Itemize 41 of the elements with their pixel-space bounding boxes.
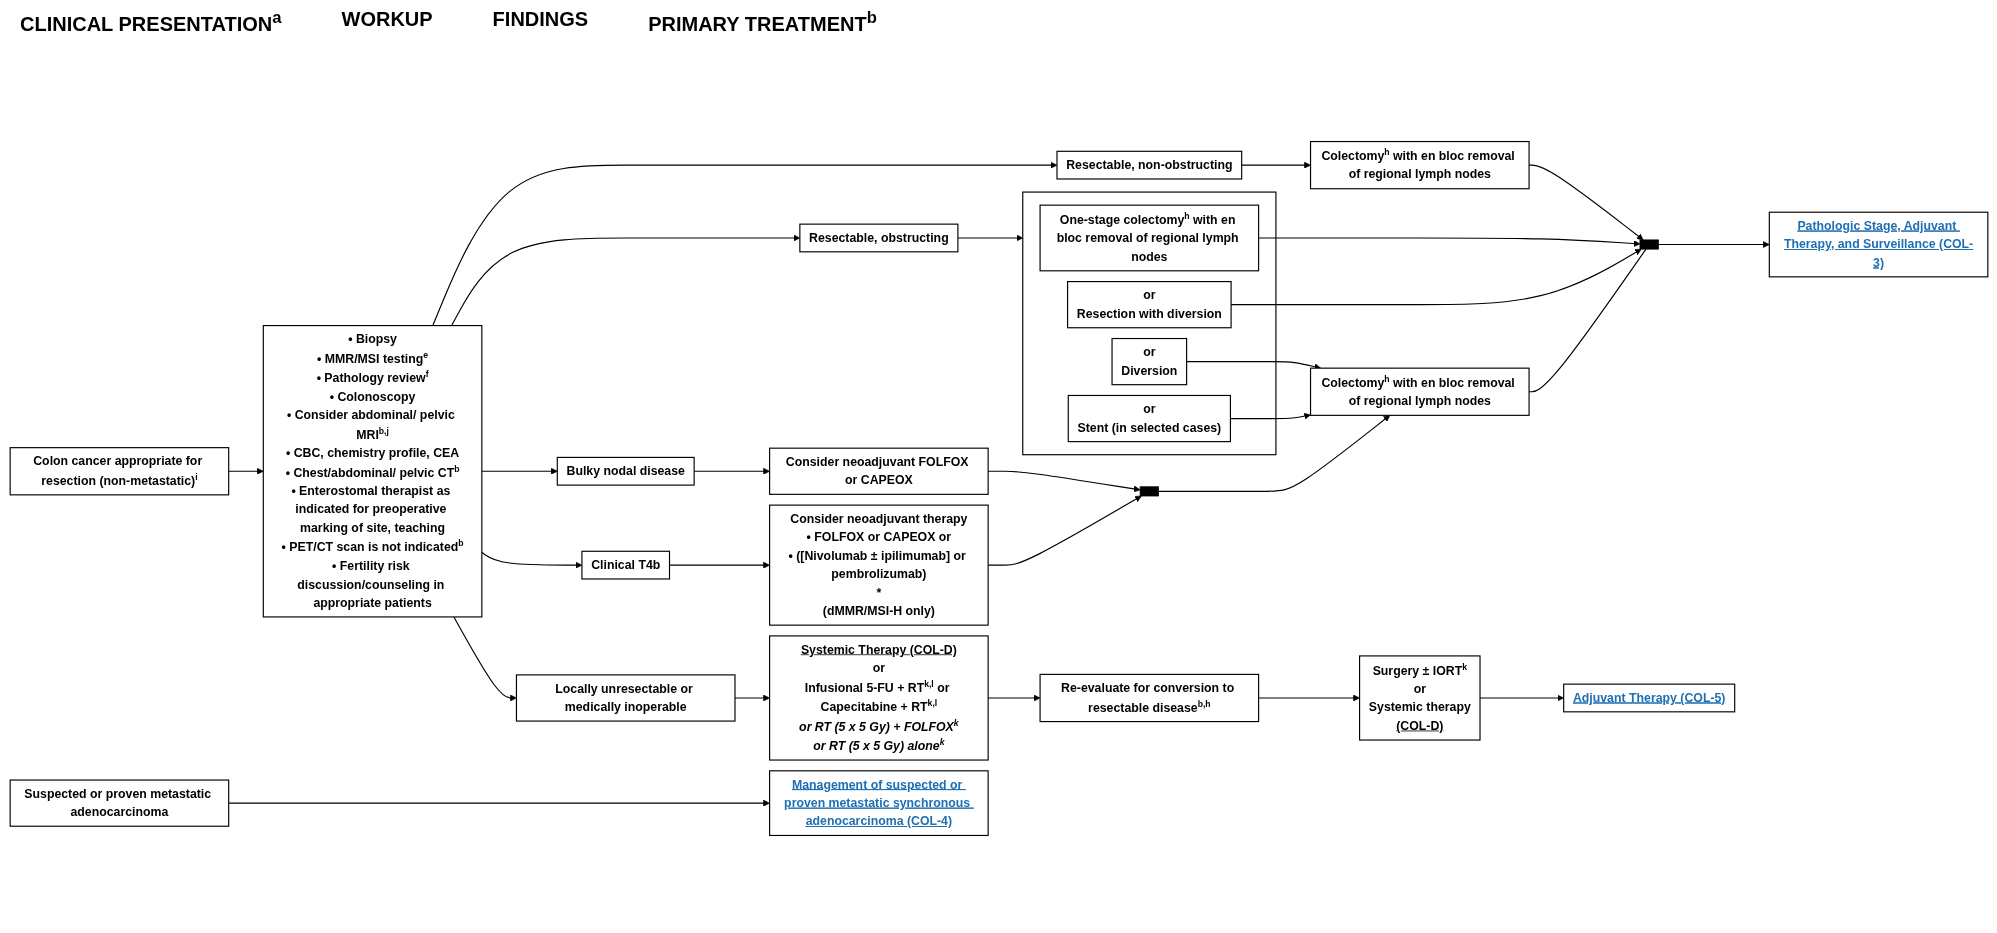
node-box bbox=[9, 778, 229, 827]
arrow bbox=[431, 161, 1057, 326]
node-box bbox=[1066, 280, 1232, 328]
node-box bbox=[1110, 337, 1187, 385]
arrow bbox=[987, 694, 1040, 701]
node-box bbox=[768, 634, 989, 761]
node-box bbox=[798, 223, 958, 252]
arrow bbox=[1229, 412, 1311, 419]
node-box bbox=[580, 550, 670, 580]
arrow bbox=[987, 470, 1140, 492]
cluster bbox=[1021, 191, 1276, 455]
node-box bbox=[1067, 394, 1231, 442]
node-box bbox=[1358, 654, 1481, 741]
node-box bbox=[768, 447, 989, 495]
node-box bbox=[556, 456, 695, 486]
arrow bbox=[693, 467, 770, 475]
node-bar bbox=[1639, 239, 1659, 250]
node-box bbox=[768, 769, 989, 836]
node-box bbox=[262, 324, 482, 617]
node-box bbox=[768, 504, 989, 626]
column-heading: WORKUP bbox=[341, 8, 433, 32]
column-heading: PRIMARY TREATMENT$^{b}$ bbox=[648, 8, 877, 37]
node-box bbox=[1039, 204, 1259, 271]
flowchart: Colon cancer appropriate for resection (non-metastatic)$^{i}$ • Biopsy • MMR/MSI testing$^{e}$ • Pathology review$^{f}$ • Colonoscopy • Consider abdominal/ pelvic MRI$^{b,j}$ • CBC, chemistry profile, CEA • Chest/abdominal/ pelvic CT$^{b}$ • Enterostomal therapist as indicated for preoperative marking of site, teaching • PET/CT scan is not indicated$^{b}$ • Fertility risk discussion/counseling in appropriate patients Resectable, non-obstructing Colectomy$^{h}$ with en bloc removal of regional lymph nodes Resectable, obstructing One-stage colectomy$^{h}$ with en bloc removal of regional lymph nodes or Resection with diversion or Diversion or Stent (in selected cases) Colectomy$^{h}$ with en bloc removal of regional lymph nodes Bulky nodal disease Consider neoadjuvant FOLFOX or CAPEOX Clinical T4b Consider neoadjuvant therapy • FOLFOX or CAPEOX or • ([Nivolumab ± ipilimumab] or pembrolizumab) * (dMMR/MSI-H only) Locally unresectable or medically inoperable Systemic Therapy (COL-D) or Infusional 5-FU + RT$^{k,l}$ or Capecitabine + RT$^{k,l}$ or RT (5 x 5 Gy) + FOLFOX$^{k}$ or RT (5 x 5 Gy) alone$^{k}$ Re-evaluate for conversion to resectable disease$^{b,h}$ Surgery ± IORT$^{k}$ or Systemic therapy (COL-D) Adjuvant Therapy (COL-5) Pathologic Stage, Adjuvant Therapy, and Surveillance (COL-3) Suspected or proven metastatic adenocarcinoma Management of suspected or proven metastatic synchronous adenocarcinoma (COL-4) bbox=[3, 50, 1994, 926]
arrow bbox=[1230, 248, 1642, 305]
arrow bbox=[987, 495, 1142, 566]
node-box bbox=[9, 446, 229, 495]
arrow bbox=[450, 234, 800, 326]
node-box bbox=[1768, 211, 1988, 277]
arrow bbox=[1157, 414, 1390, 492]
node-box bbox=[1562, 683, 1735, 712]
node-bar bbox=[1139, 485, 1159, 496]
node-box bbox=[515, 673, 736, 722]
node-box bbox=[1055, 150, 1242, 180]
arrow bbox=[1528, 164, 1643, 240]
node-box bbox=[1309, 140, 1530, 189]
node-box bbox=[1309, 367, 1530, 416]
column-heading: FINDINGS bbox=[492, 8, 589, 32]
node-box bbox=[1039, 673, 1259, 722]
connector bbox=[1528, 248, 1647, 392]
column-heading: CLINICAL PRESENTATION$^{a}$ bbox=[20, 8, 282, 37]
